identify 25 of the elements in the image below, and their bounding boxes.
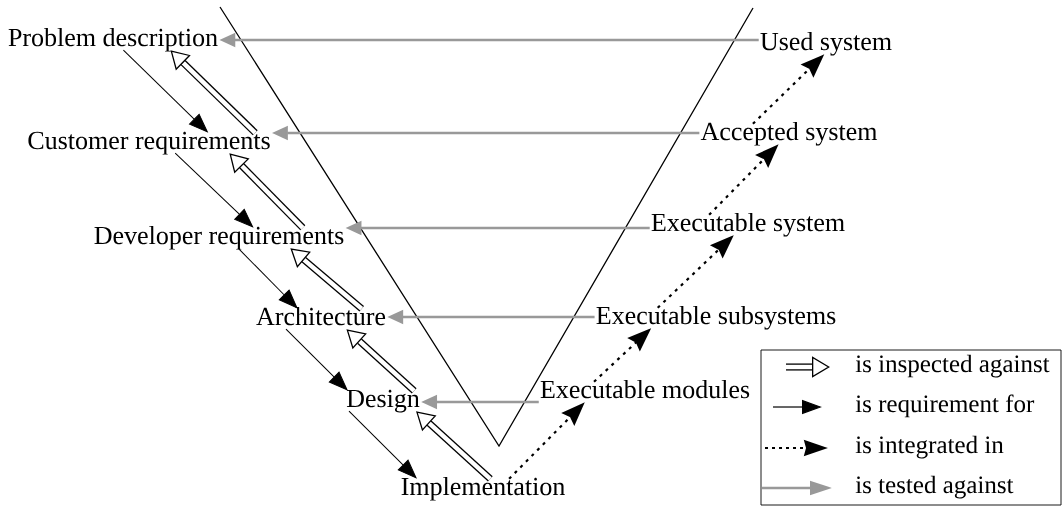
arrow: [416, 411, 493, 482]
arrow: [348, 410, 417, 479]
stage-label: Used system: [760, 31, 892, 56]
stage-label: Executable modules: [540, 379, 750, 399]
stage-label: Developer requirements: [94, 225, 344, 250]
stage-label: Accepted system: [700, 121, 878, 146]
stage-label: Customer requirements: [28, 131, 270, 155]
stage-label: Architecture: [256, 306, 386, 326]
arrow: [346, 329, 417, 394]
arrow: [290, 248, 364, 312]
stage-label: Executable system: [651, 212, 845, 237]
arrow: [229, 153, 306, 231]
arrow: [285, 328, 348, 391]
legend-text: is requirement for: [855, 394, 1035, 418]
arrow: [170, 50, 258, 136]
arrow: [122, 49, 208, 133]
stage-label: Design: [346, 389, 420, 413]
stage-label: Executable subsystems: [596, 305, 836, 330]
stage-label: Problem description: [8, 27, 218, 52]
legend-text: is tested against: [855, 475, 1014, 499]
legend-text: is inspected against: [855, 354, 1050, 378]
arrow: [237, 247, 298, 309]
legend-text: is integrated in: [855, 435, 1004, 459]
stage-label: Implementation: [401, 476, 565, 501]
arrow: [174, 152, 254, 228]
